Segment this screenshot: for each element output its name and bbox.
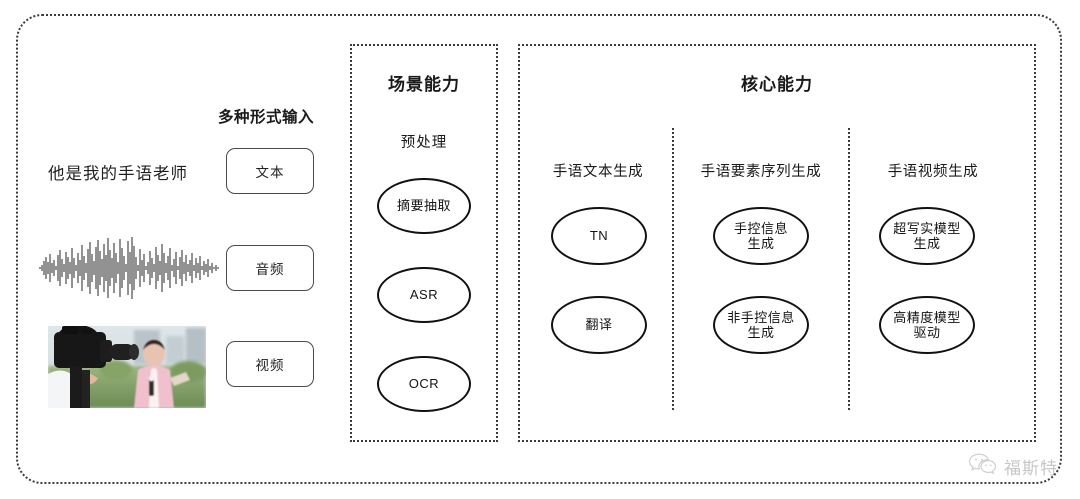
core-node-tn-label: TN	[589, 228, 609, 244]
scene-node-ocr[interactable]: OCR	[377, 356, 471, 412]
waveform-svg	[39, 237, 219, 299]
scene-capability-panel: 场景能力	[350, 44, 498, 442]
input-section-header: 多种形式输入	[218, 109, 315, 126]
scene-node-summary-extraction-label: 摘要抽取	[396, 198, 451, 214]
outer-frame	[16, 14, 1062, 484]
input-sample-text: 他是我的手语老师	[48, 165, 188, 183]
modality-chip-text-label: 文本	[255, 165, 285, 180]
core-node-non-manual-info-label: 非手控信息 生成	[727, 309, 795, 340]
core-panel-title: 核心能力	[741, 75, 813, 94]
core-node-high-precision-model[interactable]: 高精度模型 驱动	[879, 296, 975, 354]
core-node-tn[interactable]: TN	[551, 207, 647, 265]
watermark: 福斯特	[968, 452, 1058, 481]
core-divider-2	[848, 128, 850, 410]
core-node-photoreal-model-label: 超写实模型 生成	[893, 220, 961, 251]
scene-node-asr-label: ASR	[409, 287, 439, 303]
scene-node-ocr-label: OCR	[408, 376, 440, 392]
audio-waveform-icon	[38, 236, 220, 300]
scene-node-asr[interactable]: ASR	[377, 267, 471, 323]
video-thumbnail	[48, 326, 206, 408]
scene-node-summary-extraction[interactable]: 摘要抽取	[377, 178, 471, 234]
modality-chip-audio[interactable]: 音频	[226, 245, 314, 291]
core-node-manual-info[interactable]: 手控信息 生成	[713, 207, 809, 265]
core-node-manual-info-label: 手控信息 生成	[733, 220, 788, 251]
modality-chip-audio-label: 音频	[255, 262, 285, 277]
core-column-label-video-generation: 手语视频生成	[887, 164, 979, 180]
video-thumbnail-svg	[48, 326, 206, 408]
core-node-translate[interactable]: 翻译	[551, 296, 647, 354]
core-column-label-element-sequence: 手语要素序列生成	[700, 164, 822, 180]
core-node-photoreal-model[interactable]: 超写实模型 生成	[879, 207, 975, 265]
core-column-label-text-generation: 手语文本生成	[552, 164, 644, 180]
scene-panel-title: 场景能力	[388, 75, 460, 94]
modality-chip-text[interactable]: 文本	[226, 148, 314, 194]
core-node-non-manual-info[interactable]: 非手控信息 生成	[713, 296, 809, 354]
wechat-icon	[968, 452, 998, 481]
core-node-high-precision-model-label: 高精度模型 驱动	[893, 309, 961, 340]
watermark-text: 福斯特	[1004, 459, 1058, 478]
core-capability-panel: 核心能力	[518, 44, 1036, 442]
core-node-translate-label: 翻译	[585, 317, 613, 333]
scene-group-label: 预处理	[400, 135, 448, 151]
wechat-icon-svg	[969, 453, 996, 475]
modality-chip-video[interactable]: 视频	[226, 341, 314, 387]
core-divider-1	[672, 128, 674, 410]
modality-chip-video-label: 视频	[255, 358, 285, 373]
